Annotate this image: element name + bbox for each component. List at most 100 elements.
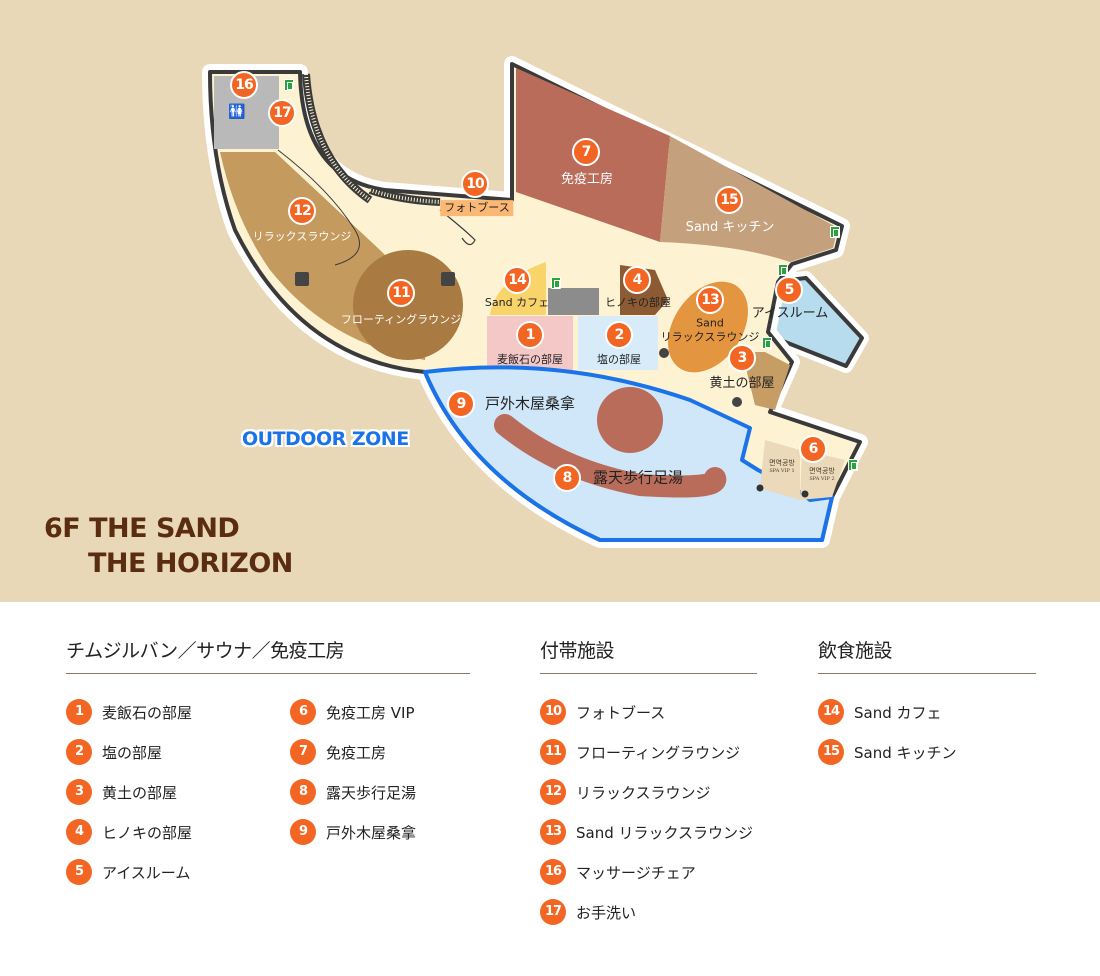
legend-item-label: 麦飯石の部屋: [102, 703, 193, 722]
number-badge: 12: [540, 779, 566, 805]
map-label-immune: 免疫工房: [560, 171, 614, 187]
map-label-floating: フローティングラウンジ: [340, 313, 462, 327]
stepping-stone: [801, 490, 809, 498]
number-badge: 4: [66, 819, 92, 845]
number-badge: 9: [290, 819, 316, 845]
footbath-path: [494, 414, 727, 498]
sand-relax-area: [668, 281, 748, 373]
number-badge: 2: [66, 739, 92, 765]
legend-heading: 飲食施設: [818, 636, 1036, 674]
legend-item[interactable]: 11 フローティングラウンジ: [540, 732, 757, 772]
exit-sign-icon: [284, 79, 294, 91]
map-label-ocher: 黄土の部屋: [709, 375, 775, 391]
number-badge: 11: [540, 739, 566, 765]
kitchen-area: [660, 136, 838, 262]
map-badge-5[interactable]: 5: [775, 276, 803, 304]
legend-item[interactable]: 10 フォトブース: [540, 692, 757, 732]
legend-heading: チムジルバン／サウナ／免疫工房: [66, 636, 470, 674]
legend-item[interactable]: 2 塩の部屋: [66, 732, 192, 772]
map-badge-6[interactable]: 6: [799, 435, 827, 463]
legend-heading: 付帯施設: [540, 636, 757, 674]
number-badge: 8: [290, 779, 316, 805]
pillar: [295, 272, 309, 286]
number-badge: 16: [540, 859, 566, 885]
legend-item[interactable]: 13 Sand リラックスラウンジ: [540, 812, 757, 852]
number-badge: 7: [290, 739, 316, 765]
map-badge-2[interactable]: 2: [605, 321, 633, 349]
map-label-sand-relax-1: Sand: [696, 316, 724, 330]
map-label-sauna: 戸外木屋桑拿: [484, 394, 576, 413]
number-badge: 15: [818, 739, 844, 765]
legend-item-label: 塩の部屋: [102, 743, 163, 762]
map-badge-14[interactable]: 14: [503, 266, 531, 294]
vip2-name: 면역공방: [809, 467, 835, 476]
map-label-sand-relax-2: リラックスラウンジ: [660, 330, 760, 343]
floor-title-line1: 6F THE SAND: [44, 513, 240, 544]
exit-sign-icon: [778, 264, 788, 276]
map-label-salt: 塩の部屋: [597, 353, 641, 367]
legend-item-label: フォトブース: [576, 703, 666, 722]
legend-item-label: マッサージチェア: [576, 863, 696, 882]
map-label-photo-booth: フォトブース: [440, 200, 514, 216]
legend-item-label: Sand キッチン: [854, 743, 957, 762]
stepping-stone: [756, 484, 764, 492]
map-label-kitchen: Sand キッチン: [685, 219, 775, 235]
map-badge-7[interactable]: 7: [572, 138, 600, 166]
map-badge-11[interactable]: 11: [387, 279, 415, 307]
map-label-cafe: Sand カフェ: [484, 296, 550, 310]
legend-item[interactable]: 16 マッサージチェア: [540, 852, 757, 892]
map-badge-15[interactable]: 15: [715, 186, 743, 214]
map-badge-17[interactable]: 17: [268, 99, 296, 127]
exit-sign-icon: [551, 277, 561, 289]
number-badge: 17: [540, 899, 566, 925]
legend-item-label: フローティングラウンジ: [576, 743, 741, 762]
number-badge: 13: [540, 819, 566, 845]
legend-item[interactable]: 1 麦飯石の部屋: [66, 692, 192, 732]
legend-item-label: リラックスラウンジ: [576, 783, 711, 802]
number-badge: 5: [66, 859, 92, 885]
map-badge-12[interactable]: 12: [288, 197, 316, 225]
floor-title-line2: THE HORIZON: [88, 548, 293, 579]
map-badge-13[interactable]: 13: [696, 286, 724, 314]
map-label-ice: アイスルーム: [751, 305, 829, 321]
map-label-relax: リラックスラウンジ: [252, 230, 352, 244]
number-badge: 3: [66, 779, 92, 805]
map-badge-10[interactable]: 10: [461, 170, 489, 198]
legend-item-label: Sand リラックスラウンジ: [576, 823, 754, 842]
map-badge-1[interactable]: 1: [516, 321, 544, 349]
number-badge: 14: [818, 699, 844, 725]
vip2-sub: SPA VIP 2: [809, 476, 835, 483]
number-badge: 1: [66, 699, 92, 725]
map-badge-4[interactable]: 4: [623, 266, 651, 294]
number-badge: 10: [540, 699, 566, 725]
map-label-footbath: 露天歩行足湯: [592, 468, 684, 487]
map-badge-9[interactable]: 9: [447, 390, 475, 418]
legend-item[interactable]: 15 Sand キッチン: [818, 732, 1036, 772]
exit-sign-icon: [830, 226, 840, 238]
legend-facilities: 付帯施設 10 フォトブース 11 フローティングラウンジ 12 リラックスラウンジ 13 S…: [540, 636, 757, 932]
ocher-room-area: [742, 352, 790, 410]
number-badge: 6: [290, 699, 316, 725]
stairs-center: [368, 186, 476, 246]
legend-item[interactable]: 12 リラックスラウンジ: [540, 772, 757, 812]
pillar: [659, 348, 669, 358]
map-badge-8[interactable]: 8: [553, 464, 581, 492]
map-badge-16[interactable]: 16: [230, 71, 258, 99]
vip1-sub: SPA VIP 1: [769, 468, 795, 475]
sauna-hut: [597, 387, 663, 453]
map-badge-3[interactable]: 3: [728, 344, 756, 372]
